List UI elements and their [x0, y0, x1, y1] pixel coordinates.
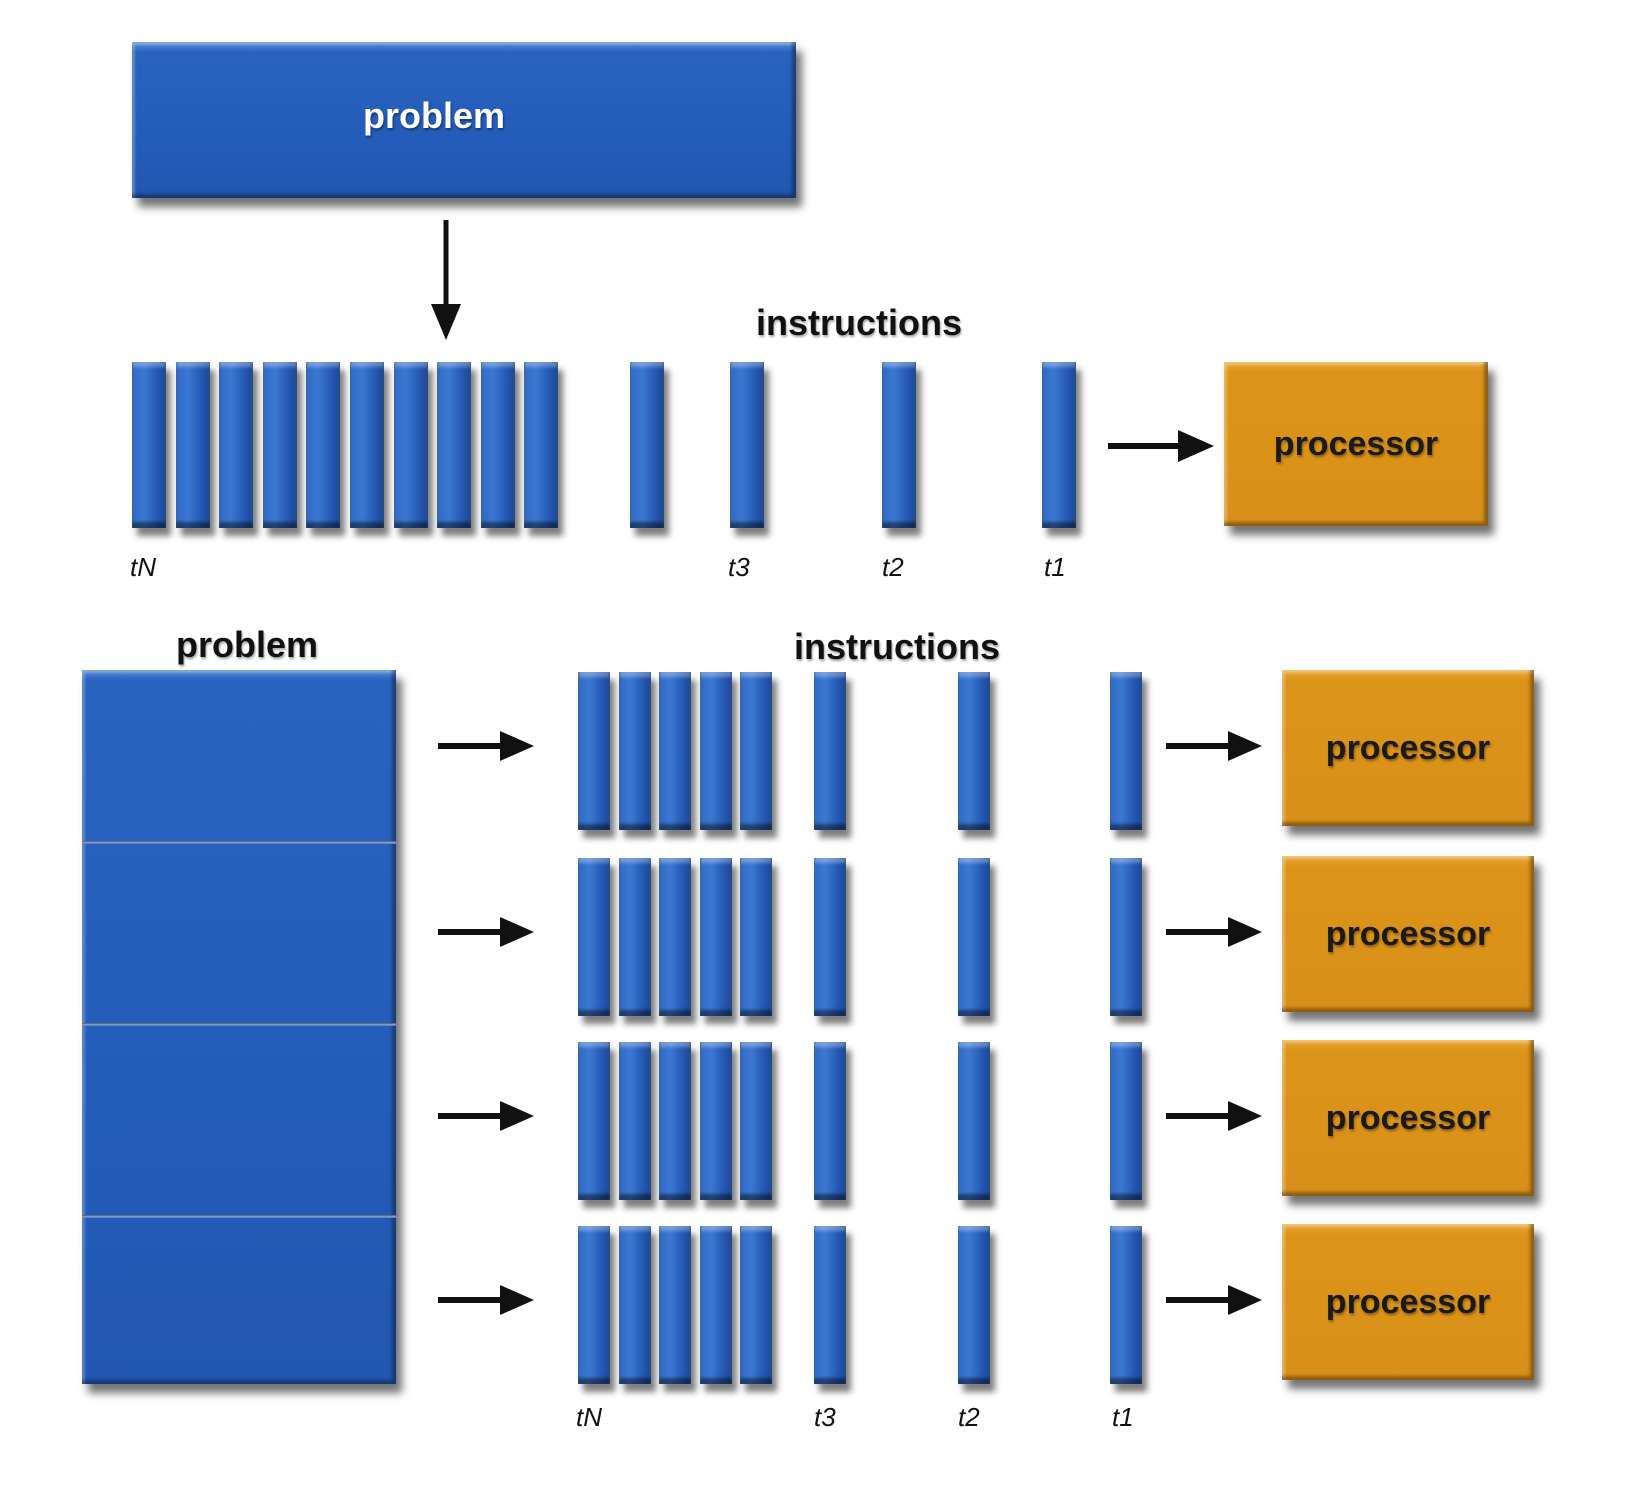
instruction-bar	[740, 858, 772, 1016]
arrow-right-icon	[1166, 1101, 1262, 1131]
instruction-bar	[740, 1042, 772, 1200]
instruction-bar	[350, 362, 384, 528]
time-label-t3: t3	[728, 552, 750, 582]
serial-problem-box: problem	[132, 42, 796, 198]
parallel-processor-label: processor	[1325, 1282, 1491, 1321]
instruction-bar	[618, 1042, 651, 1200]
serial-processor-label: processor	[1273, 424, 1439, 463]
instruction-bar	[814, 1226, 846, 1384]
serial-problem-label: problem	[362, 95, 505, 136]
arrow-right-icon	[1166, 1285, 1262, 1315]
instruction-bar	[524, 362, 559, 528]
time-label-t2: t2	[958, 1402, 980, 1432]
instruction-bar	[1110, 858, 1142, 1016]
instruction-bar	[659, 1042, 691, 1200]
instruction-bar	[1110, 1042, 1142, 1200]
instruction-bar	[132, 362, 166, 528]
parallel-processor-label: processor	[1325, 728, 1491, 767]
instruction-bar	[306, 362, 341, 528]
instruction-bar	[480, 362, 515, 528]
arrow-right-icon	[438, 1285, 534, 1315]
instruction-bar	[1042, 362, 1076, 528]
time-label-t2: t2	[882, 552, 904, 582]
instruction-bar	[814, 1042, 846, 1200]
instruction-bar	[578, 858, 610, 1016]
instruction-bar	[882, 362, 916, 528]
instruction-bar	[699, 858, 732, 1016]
instruction-bar	[578, 1042, 610, 1200]
instruction-bar	[219, 362, 254, 528]
arrow-right-icon	[1166, 917, 1262, 947]
instruction-bar	[814, 672, 846, 830]
arrow-right-icon	[438, 917, 534, 947]
instruction-bar	[1110, 672, 1142, 830]
arrow-down-icon	[431, 220, 461, 340]
instruction-bar	[618, 858, 651, 1016]
time-label-tN: tN	[130, 552, 156, 582]
parallel-processor-box: processor	[1282, 670, 1534, 826]
serial-instructions-label: instructions	[756, 302, 963, 343]
instruction-bar	[814, 858, 846, 1016]
instruction-bar	[740, 1226, 772, 1384]
instruction-bar	[740, 672, 772, 830]
instruction-bar	[958, 672, 990, 830]
instruction-bar	[437, 362, 472, 528]
time-label-t3: t3	[814, 1402, 836, 1432]
instruction-bar	[958, 858, 990, 1016]
parallel-processor-box: processor	[1282, 1040, 1534, 1196]
instruction-bar	[659, 1226, 691, 1384]
instruction-bar	[618, 672, 651, 830]
instruction-bar	[262, 362, 297, 528]
instruction-bar	[578, 672, 610, 830]
parallel-problem-label: problem	[176, 624, 319, 665]
instruction-bar	[958, 1226, 990, 1384]
instruction-bar	[1110, 1226, 1142, 1384]
instruction-bar	[699, 1226, 732, 1384]
time-label-t1: t1	[1044, 552, 1066, 582]
instruction-bar	[578, 1226, 610, 1384]
parallel-processor-label: processor	[1325, 914, 1491, 953]
time-label-tN: tN	[576, 1402, 602, 1432]
arrow-right-icon	[438, 1101, 534, 1131]
instruction-bar	[699, 672, 732, 830]
parallel-problem-box	[82, 670, 396, 1384]
instruction-bar	[730, 362, 764, 528]
problem-part-divider	[82, 1023, 396, 1026]
parallel-processor-box: processor	[1282, 1224, 1534, 1380]
instruction-bar	[659, 858, 691, 1016]
instruction-bar	[699, 1042, 732, 1200]
serial-processor-box: processor	[1224, 362, 1488, 526]
instruction-bar	[393, 362, 428, 528]
parallel-instructions-label: instructions	[794, 626, 1001, 667]
time-label-t1: t1	[1112, 1402, 1134, 1432]
parallel-processor-label: processor	[1325, 1098, 1491, 1137]
problem-part-divider	[82, 841, 396, 844]
arrow-right-icon	[1166, 731, 1262, 761]
parallel-processor-box: processor	[1282, 856, 1534, 1012]
instruction-bar	[958, 1042, 990, 1200]
instruction-bar	[618, 1226, 651, 1384]
instruction-bar	[630, 362, 664, 528]
instruction-bar	[175, 362, 210, 528]
arrow-right-icon	[438, 731, 534, 761]
problem-part-divider	[82, 1215, 396, 1218]
instruction-bar	[659, 672, 691, 830]
arrow-right-icon	[1108, 430, 1214, 462]
